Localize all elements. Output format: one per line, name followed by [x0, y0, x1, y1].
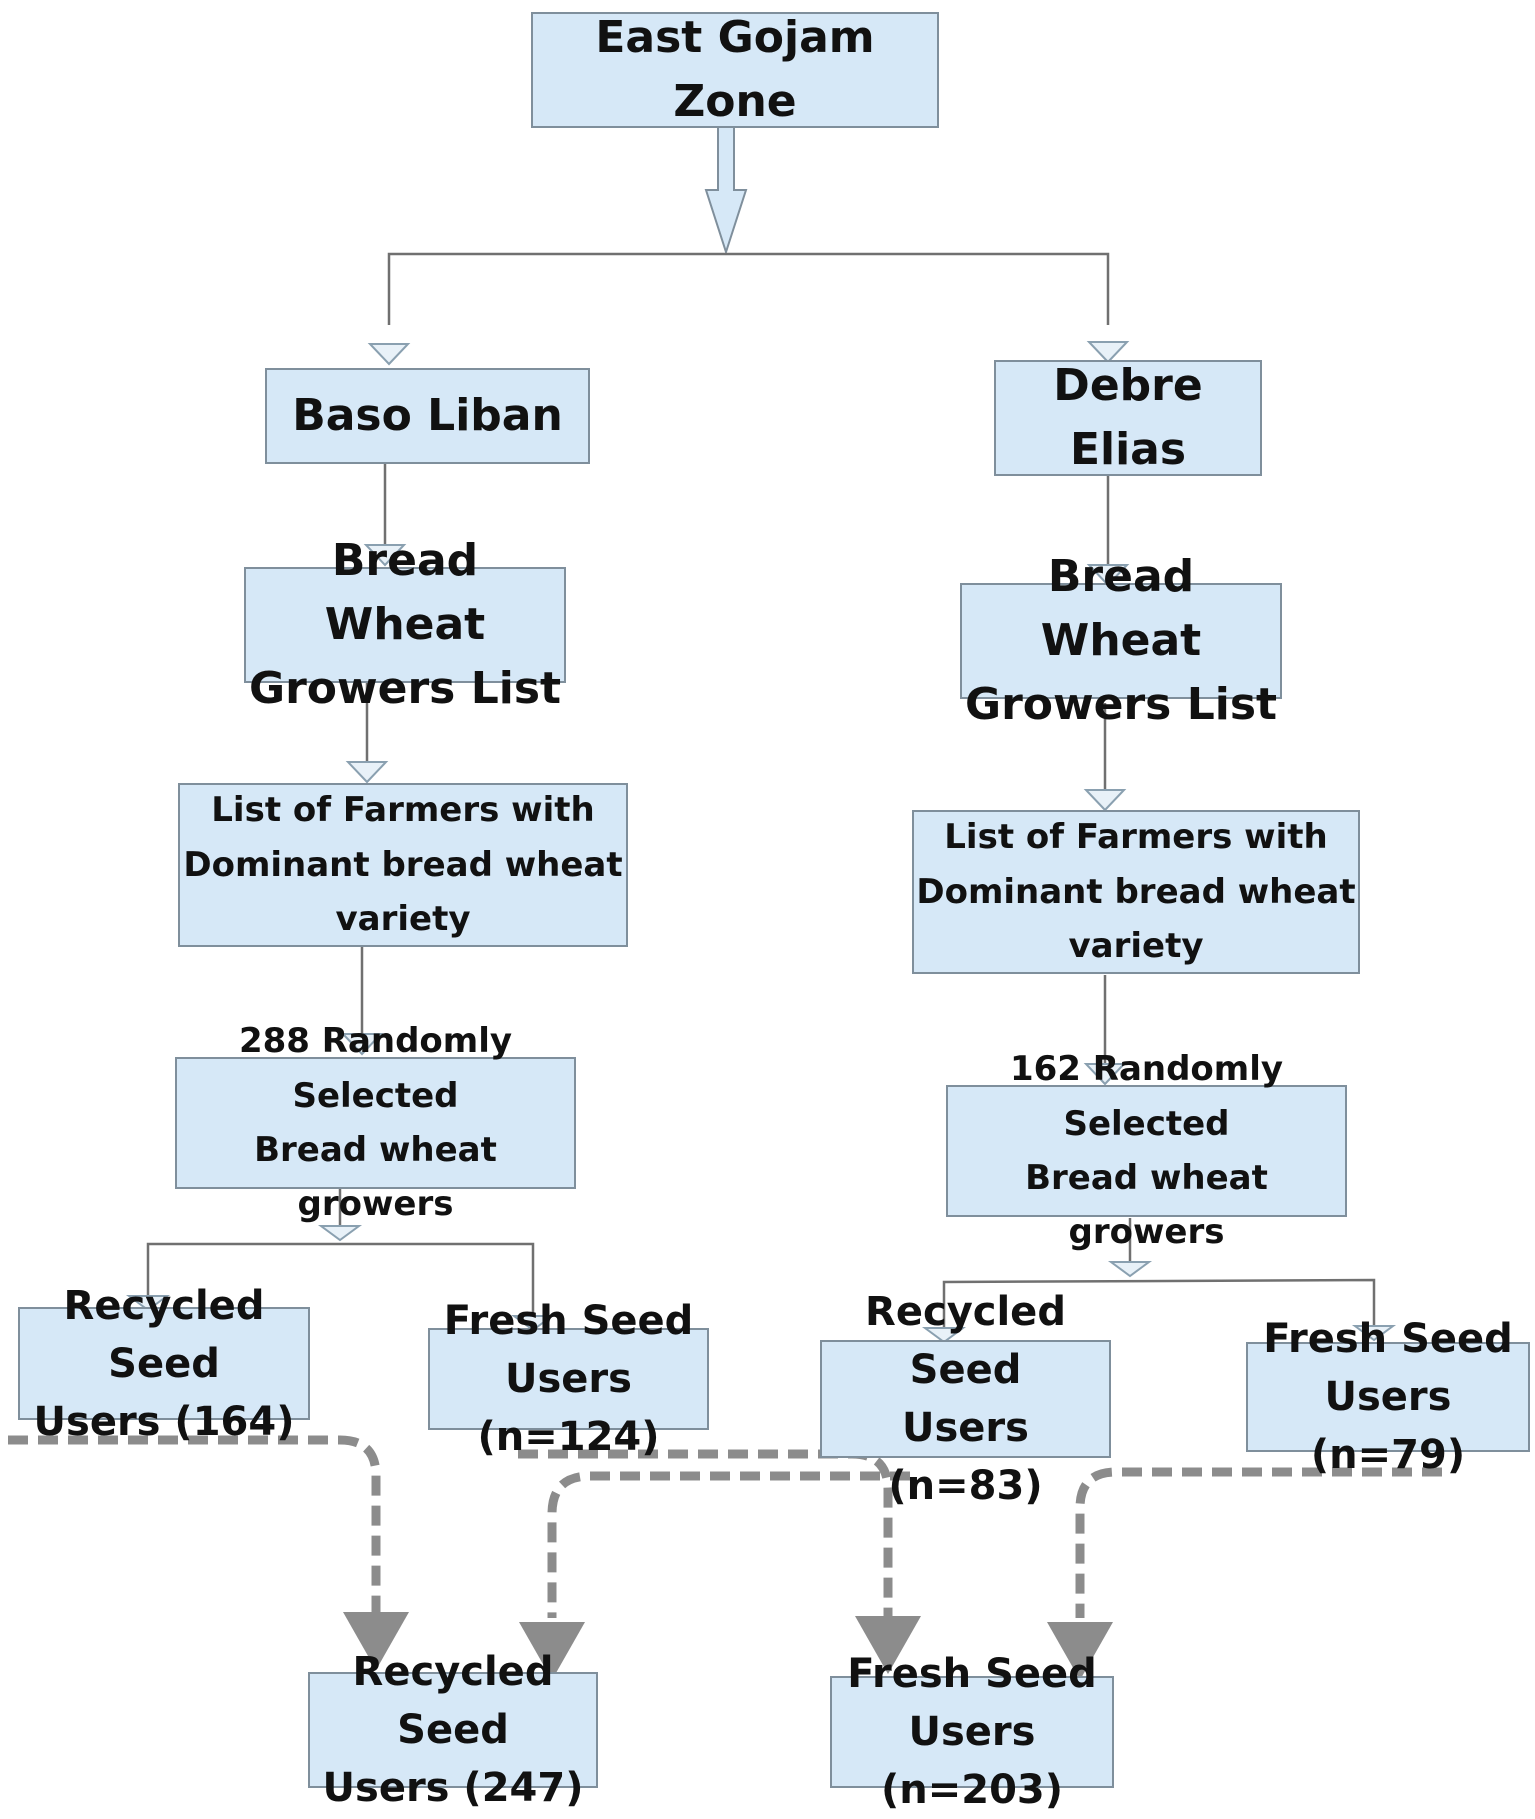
selected-growers-label: 162 Randomly Selected Bread wheat grower… [1009, 1049, 1284, 1253]
zone-box: East Gojam Zone [531, 12, 939, 128]
total-recycled-seed-label: Recycled Seed Users (247) [322, 1649, 584, 1811]
recycled-seed-box-left: Recycled Seed Users (164) [18, 1283, 310, 1445]
growers-list-label: Bread Wheat Growers List [248, 535, 562, 714]
total-fresh-seed-box: Fresh Seed Users (n=203) [830, 1651, 1114, 1813]
district-label: Baso Liban [292, 390, 563, 442]
right-column-arrowheads [921, 564, 1397, 1344]
fresh-seed-label: Fresh Seed Users (n=124) [443, 1298, 694, 1460]
growers-list-box-left: Bread Wheat Growers List [244, 535, 566, 714]
total-fresh-seed-label: Fresh Seed Users (n=203) [847, 1651, 1097, 1813]
zone-down-arrow [704, 117, 748, 256]
zone-split-connector [387, 252, 1110, 325]
right-column-connectors [942, 476, 1376, 1332]
district-box-baso-liban: Baso Liban [265, 368, 590, 464]
recycled-seed-label: Recycled Seed Users (164) [33, 1282, 295, 1445]
farmers-list-label: List of Farmers with Dominant bread whea… [183, 790, 623, 940]
recycled-seed-label: Recycled Seed Users (n=83) [865, 1289, 1066, 1509]
farmers-list-box-left: List of Farmers with Dominant bread whea… [178, 783, 628, 947]
recycled-seed-box-right: Recycled Seed Users (n=83) [820, 1289, 1111, 1509]
fresh-seed-label: Fresh Seed Users (n=79) [1263, 1316, 1513, 1478]
farmers-list-box-right: List of Farmers with Dominant bread whea… [912, 810, 1360, 974]
selected-growers-box-left: 288 Randomly Selected Bread wheat grower… [175, 1021, 576, 1224]
fresh-seed-box-left: Fresh Seed Users (n=124) [428, 1298, 709, 1460]
total-recycled-seed-box: Recycled Seed Users (247) [308, 1649, 598, 1811]
dashed-flow-arrowheads [343, 1612, 1113, 1680]
left-column-arrowheads [125, 544, 556, 1332]
district-box-debre-elias: Debre Elias [994, 360, 1262, 476]
zone-label: East Gojam Zone [595, 12, 875, 127]
district-label: Debre Elias [1053, 360, 1203, 475]
growers-list-box-right: Bread Wheat Growers List [960, 551, 1282, 730]
fresh-seed-box-right: Fresh Seed Users (n=79) [1246, 1316, 1530, 1478]
selected-growers-box-right: 162 Randomly Selected Bread wheat grower… [946, 1049, 1347, 1252]
left-column-connectors [146, 462, 535, 1320]
farmers-list-label: List of Farmers with Dominant bread whea… [916, 817, 1356, 967]
selected-growers-label: 288 Randomly Selected Bread wheat grower… [238, 1021, 513, 1225]
growers-list-label: Bread Wheat Growers List [964, 551, 1278, 730]
dashed-flow-lines [8, 1435, 1442, 1618]
arrowheads-top [367, 341, 1130, 366]
